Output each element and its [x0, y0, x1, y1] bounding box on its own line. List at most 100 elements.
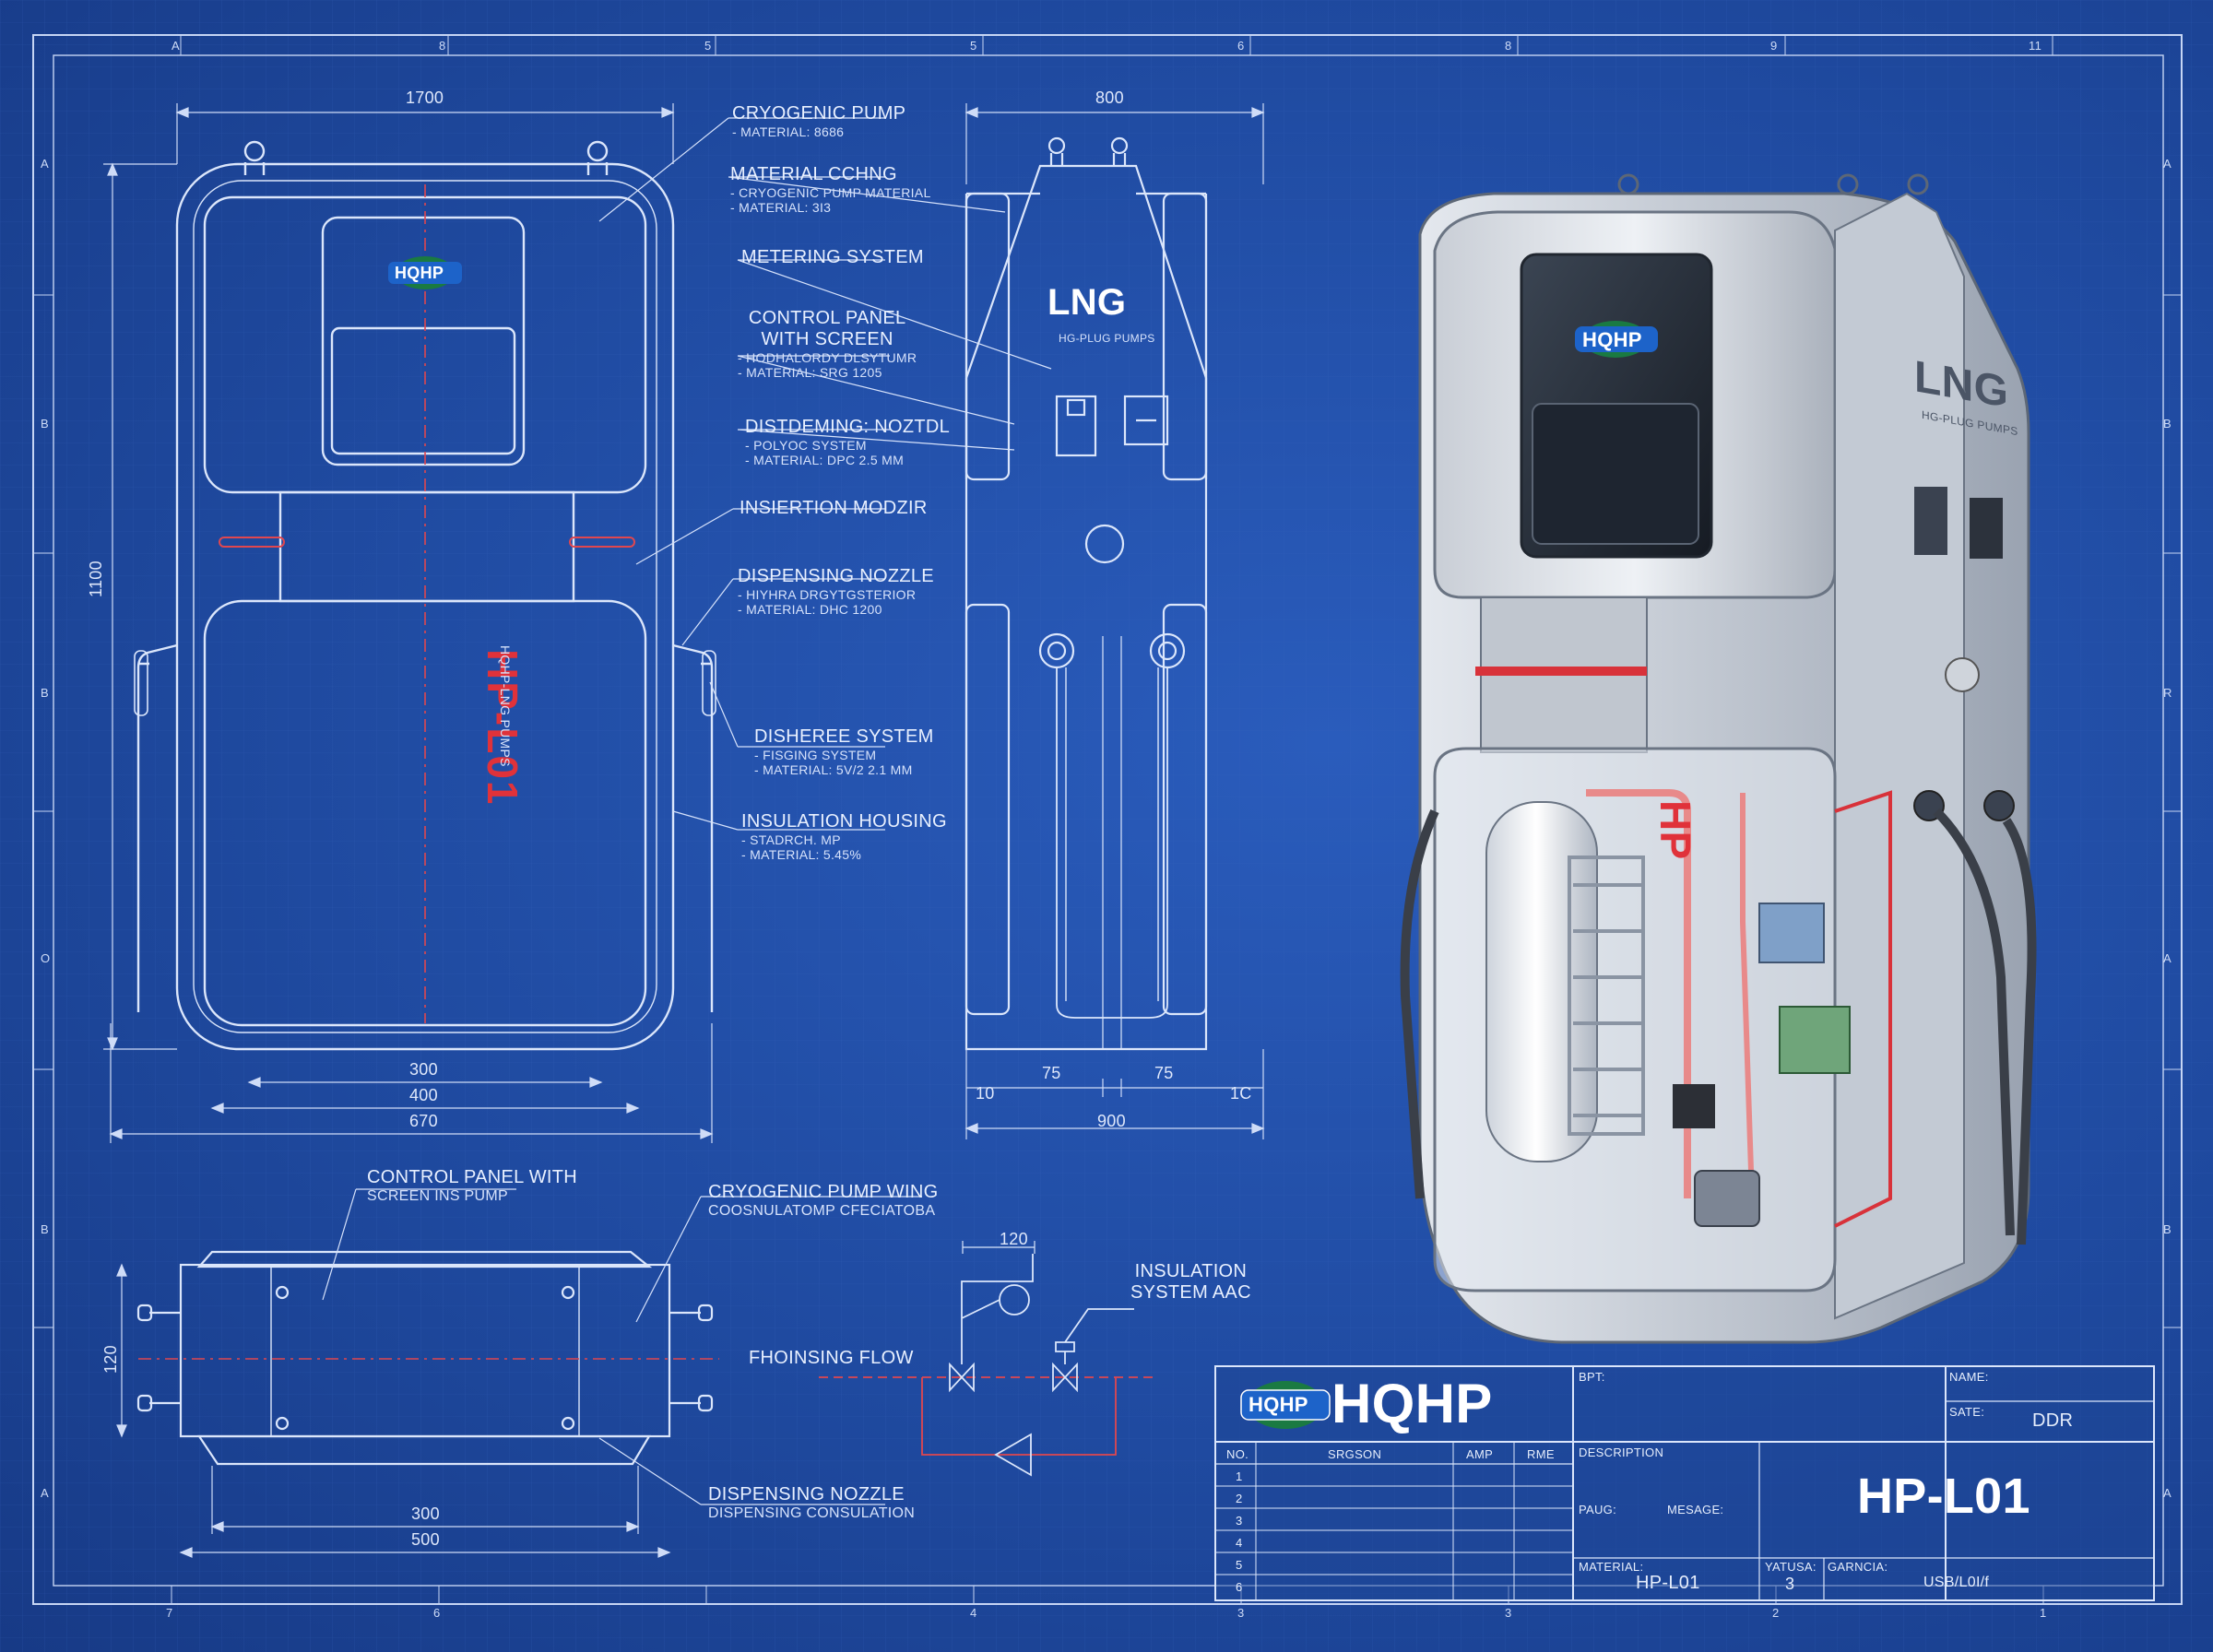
callout-detail: - MATERIAL: 3I3 — [730, 200, 832, 215]
front-model-subtext: HQHP-LNG PUMPS — [498, 645, 513, 767]
border-label-bottom: 6 — [433, 1606, 441, 1620]
front-width-dim: 1700 — [406, 88, 444, 107]
title-col-header: NO. — [1226, 1447, 1249, 1461]
title-yatusa-value: 3 — [1785, 1575, 1795, 1593]
callout-title: CRYOGENIC PUMP — [732, 103, 906, 124]
callout-detail: - HODHALORDY DLSYTUMR — [738, 350, 917, 365]
callout-detail: SCREEN INS PUMP — [367, 1188, 508, 1204]
callout-cryogenic-pump: CRYOGENIC PUMP - MATERIAL: 8686 — [732, 103, 905, 139]
front-base-dim: 400 — [409, 1086, 438, 1104]
border-label-right: B — [2163, 1222, 2172, 1236]
callout-title: CONTROL PANEL WITH — [367, 1167, 578, 1187]
title-row-number: 2 — [1236, 1492, 1243, 1505]
side-right-dim: 1C — [1230, 1084, 1252, 1103]
callout-detail: - HIYHRA DRGYTGSTERIOR — [738, 587, 917, 602]
front-logo-badge — [388, 256, 462, 289]
title-garncia-value: USB/L0I/f — [1923, 1575, 1990, 1590]
callout-leaders — [598, 117, 1052, 831]
callout-detail: - MATERIAL: DHC 1200 — [738, 602, 882, 617]
title-col-header: RME — [1527, 1447, 1555, 1461]
callout-title: DISPENSING NOZZLE — [708, 1484, 905, 1504]
border-label-top: 8 — [439, 39, 446, 53]
border-label-right: R — [2163, 686, 2172, 700]
front-base-dim: 300 — [409, 1060, 438, 1079]
callout-disheree-system: DISHEREE SYSTEM - FISGING SYSTEM - MATER… — [754, 726, 934, 777]
border-label-left: A — [41, 157, 49, 171]
callout-detail: - MATERIAL: 8686 — [732, 124, 845, 139]
callout-detail: - MATERIAL: 5.45% — [741, 847, 862, 862]
front-logo-text: HQHP — [395, 264, 444, 282]
render-model-text: HP — [1651, 800, 1699, 860]
border-label-right: A — [2163, 157, 2172, 171]
callout-control-panel: CONTROL PANEL WITH SCREEN - HODHALORDY D… — [738, 308, 917, 380]
border-label-left: B — [41, 417, 49, 431]
bottom-view-drawing — [136, 1250, 714, 1466]
border-label-bottom: 7 — [166, 1606, 173, 1620]
title-row-number: 5 — [1236, 1558, 1243, 1572]
title-row-number: 1 — [1236, 1469, 1243, 1483]
title-col-header: AMP — [1466, 1447, 1494, 1461]
schematic-dim: 120 — [1000, 1230, 1028, 1248]
callout-insulation-housing: INSULATION HOUSING - STADRCH. MP - MATER… — [741, 811, 947, 862]
sheet-border — [32, 34, 2183, 1605]
front-base-dim: 670 — [409, 1112, 438, 1130]
title-logo-text: HQHP — [1331, 1373, 1493, 1434]
callout-insiertion: INSIERTION MODZIR — [740, 498, 928, 519]
border-label-left: B — [41, 686, 49, 700]
callout-dispensing-nozzle: DISPENSING NOZZLE - HIYHRA DRGYTGSTERIOR… — [738, 566, 934, 617]
callout-detail: COOSNULATOMP CFECIATOBA — [708, 1203, 936, 1219]
border-label-right: B — [2163, 417, 2172, 431]
border-label-right: A — [2163, 1486, 2172, 1500]
schematic-insulation-callout: INSULATION SYSTEM AAC — [1130, 1261, 1251, 1304]
bottom-callout-cryogenic: CRYOGENIC PUMP WING COOSNULATOMP CFECIAT… — [708, 1182, 938, 1220]
side-brand-subtext: HG-PLUG PUMPS — [1059, 332, 1155, 345]
callout-title: CRYOGENIC PUMP WING — [708, 1182, 939, 1202]
title-description-label: DESCRIPTION — [1579, 1446, 1664, 1459]
callout-title: INSULATION — [1134, 1261, 1248, 1281]
callout-title: DISTDEMING: NOZTDL — [745, 417, 951, 437]
bottom-dimension-lines — [116, 1263, 671, 1558]
callout-title: INSIERTION MODZIR — [740, 498, 928, 518]
border-label-bottom: 1 — [2040, 1606, 2047, 1620]
callout-detail: - POLYOC SYSTEM — [745, 438, 867, 453]
title-block — [1214, 1365, 2155, 1601]
title-yatusa-label: YATUSA: — [1765, 1560, 1817, 1574]
title-date-value: DDR — [2032, 1410, 2074, 1431]
callout-detail: - MATERIAL: 5V/2 2.1 MM — [754, 762, 913, 777]
border-label-top: 5 — [704, 39, 712, 53]
title-row-number: 6 — [1236, 1580, 1243, 1594]
callout-distdeming-nozzle: DISTDEMING: NOZTDL - POLYOC SYSTEM - MAT… — [745, 417, 950, 467]
side-seg-dim: 75 — [1042, 1064, 1061, 1082]
front-height-dim: 1100 — [87, 560, 105, 597]
border-label-top: 6 — [1237, 39, 1245, 53]
bottom-outer-dim: 500 — [411, 1530, 440, 1549]
side-dimension-lines — [964, 103, 1265, 1139]
border-label-top: 8 — [1505, 39, 1512, 53]
title-mesage-label: MESAGE: — [1667, 1503, 1724, 1516]
border-label-top: A — [172, 39, 180, 53]
render-logo-text: HQHP — [1582, 328, 1642, 351]
title-row-number: 3 — [1236, 1514, 1243, 1528]
border-label-bottom: 2 — [1772, 1606, 1780, 1620]
side-brand-text: LNG — [1047, 282, 1127, 323]
border-label-left: A — [41, 1486, 49, 1500]
callout-title: DISPENSING NOZZLE — [738, 566, 934, 586]
bottom-callout-dispensing: DISPENSING NOZZLE DISPENSING CONSULATION — [708, 1484, 915, 1522]
dispenser-render — [1400, 173, 2037, 1344]
callout-detail: - FISGING SYSTEM — [754, 748, 877, 762]
callout-title: DISHEREE SYSTEM — [754, 726, 934, 747]
callout-detail: - STADRCH. MP — [741, 832, 841, 847]
title-material-value: HP-L01 — [1636, 1573, 1700, 1593]
front-dimension-lines — [103, 103, 714, 1143]
title-logo-badge: HQHP — [1249, 1393, 1308, 1416]
title-paug-label: PAUG: — [1579, 1503, 1616, 1516]
side-left-dim: 10 — [976, 1084, 995, 1103]
bottom-callout-control-panel: CONTROL PANEL WITH SCREEN INS PUMP — [367, 1167, 577, 1205]
border-label-bottom: 3 — [1505, 1606, 1512, 1620]
schematic-flow-label: FHOINSING FLOW — [749, 1348, 914, 1368]
title-name-label: NAME: — [1949, 1370, 1989, 1384]
callout-detail: - MATERIAL: DPC 2.5 MM — [745, 453, 905, 467]
title-date-label: SATE: — [1949, 1405, 1985, 1419]
